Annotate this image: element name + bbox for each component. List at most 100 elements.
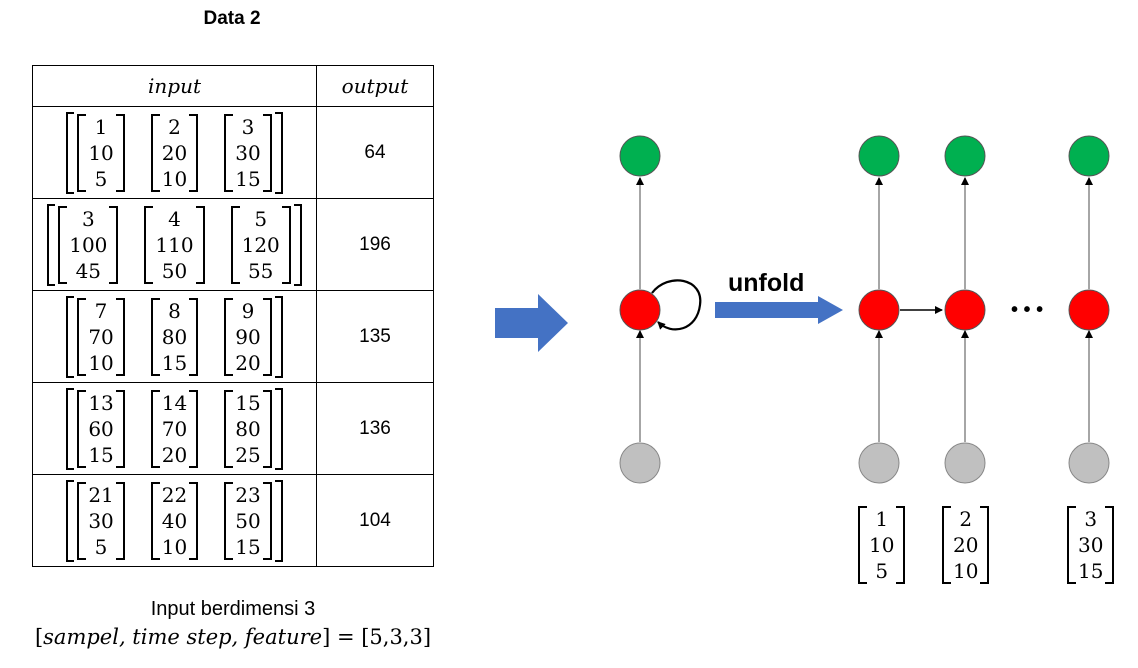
vector-value: 15 bbox=[235, 534, 261, 559]
transition-arrow bbox=[495, 294, 568, 352]
vector-value: 5 bbox=[94, 534, 108, 559]
bracket-right bbox=[262, 389, 272, 468]
hidden-node-t2 bbox=[944, 289, 986, 331]
vector-value: 70 bbox=[161, 416, 188, 441]
vector-value: 3 bbox=[241, 114, 255, 139]
hidden-node-t1 bbox=[858, 289, 900, 331]
bracket-left bbox=[230, 205, 240, 284]
vector-value: 5 bbox=[875, 559, 889, 583]
vector-value: 120 bbox=[241, 232, 280, 257]
vector-value: 15 bbox=[235, 166, 261, 191]
bracket-right bbox=[115, 389, 125, 468]
bracket-left bbox=[224, 297, 234, 376]
vector-value: 13 bbox=[88, 390, 114, 415]
unfold-arrow bbox=[715, 296, 843, 324]
bracket-right bbox=[896, 506, 906, 584]
bracket-left bbox=[858, 506, 867, 584]
outer-bracket-right bbox=[293, 203, 302, 286]
outer-bracket-left bbox=[66, 387, 75, 470]
vector-value: 90 bbox=[235, 324, 261, 349]
page-title: Data 2 bbox=[203, 8, 261, 29]
vector-value: 20 bbox=[161, 140, 188, 165]
input-node-t2 bbox=[944, 442, 986, 484]
vector-value: 5 bbox=[254, 206, 268, 231]
input-node-t1 bbox=[858, 442, 900, 484]
vector-value: 10 bbox=[161, 534, 188, 559]
vector-value: 110 bbox=[155, 232, 194, 257]
bracket-left bbox=[150, 481, 160, 560]
vector-value: 40 bbox=[161, 508, 188, 533]
input-node-folded bbox=[619, 442, 661, 484]
bracket-left bbox=[77, 297, 87, 376]
bracket-right bbox=[262, 297, 272, 376]
formula-value: = [5,3,3] bbox=[336, 625, 432, 649]
vector-value: 8 bbox=[168, 298, 181, 323]
bracket-left bbox=[77, 389, 87, 468]
bracket-right bbox=[189, 113, 199, 192]
vector-value: 10 bbox=[869, 533, 895, 557]
vector-value: 15 bbox=[161, 350, 188, 375]
header-input: input bbox=[32, 65, 317, 107]
ellipsis: • • • bbox=[1011, 299, 1043, 321]
unfold-label: unfold bbox=[728, 269, 804, 297]
bracket-right bbox=[262, 481, 272, 560]
vector-value: 15 bbox=[235, 390, 261, 415]
bracket-right bbox=[262, 113, 272, 192]
vector-value: 30 bbox=[1078, 533, 1104, 557]
outer-bracket-right bbox=[274, 295, 283, 378]
vector-value: 10 bbox=[161, 166, 188, 191]
vector-value: 22 bbox=[161, 482, 188, 507]
vector-value: 15 bbox=[1078, 559, 1104, 583]
outer-bracket-left bbox=[66, 479, 75, 562]
outer-bracket-right bbox=[274, 111, 283, 194]
vector-value: 1 bbox=[875, 507, 889, 531]
vector-value: 25 bbox=[235, 442, 261, 467]
bracket-left bbox=[1067, 506, 1076, 584]
vector-value: 23 bbox=[235, 482, 261, 507]
bracket-left bbox=[224, 481, 234, 560]
bracket-right bbox=[980, 506, 990, 584]
bracket-left bbox=[144, 205, 154, 284]
vector-value: 10 bbox=[88, 140, 114, 165]
vector-value: 30 bbox=[235, 140, 261, 165]
bracket-right bbox=[189, 481, 199, 560]
bracket-right bbox=[189, 389, 199, 468]
vector-value: 45 bbox=[75, 258, 102, 283]
vector-value: 20 bbox=[953, 533, 979, 557]
bracket-left bbox=[77, 113, 87, 192]
hidden-node-folded bbox=[619, 289, 661, 331]
vector-value: 15 bbox=[88, 442, 114, 467]
output-cell: 196 bbox=[316, 198, 434, 291]
outer-bracket-right bbox=[274, 479, 283, 562]
vector-value: 80 bbox=[235, 416, 261, 441]
footer-formula: [sampel, time step, feature] = [5,3,3] bbox=[34, 625, 432, 649]
vector-value: 2 bbox=[168, 114, 181, 139]
bracket-right bbox=[1105, 506, 1115, 584]
bracket-right bbox=[189, 297, 199, 376]
bracket-left bbox=[942, 506, 951, 584]
bracket-right bbox=[195, 205, 205, 284]
recurrent-loop bbox=[651, 279, 702, 331]
vector-value: 10 bbox=[953, 559, 979, 583]
vector-value: 9 bbox=[241, 298, 255, 323]
outer-bracket-left bbox=[66, 295, 75, 378]
vector-value: 55 bbox=[247, 258, 274, 283]
